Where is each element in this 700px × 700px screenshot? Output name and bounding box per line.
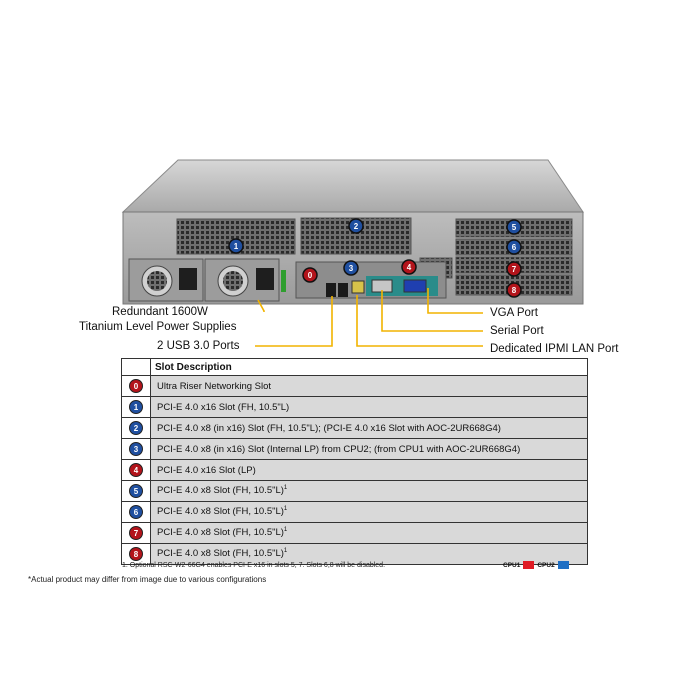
cpu-legend: CPU1 CPU2 — [503, 561, 569, 569]
slot-number-cell: 4 — [121, 459, 151, 481]
slot-badge: 1 — [129, 400, 143, 414]
badge-0 — [302, 267, 318, 283]
ipmi-callout: Dedicated IPMI LAN Port — [490, 343, 619, 355]
slot-description-text: PCI-E 4.0 x8 Slot (FH, 10.5"L) — [157, 548, 284, 560]
slot-description-text: PCI-E 4.0 x8 Slot (FH, 10.5"L) — [157, 485, 284, 497]
slot-number-cell: 5 — [121, 480, 151, 502]
cpu2-legend-label: CPU2 — [537, 561, 555, 569]
slot-description-cell: PCI-E 4.0 x8 Slot (FH, 10.5"L)1 — [150, 501, 588, 523]
psu-callout-line2: Titanium Level Power Supplies — [79, 321, 237, 333]
slot-badge: 5 — [129, 484, 143, 498]
slot-description-cell: PCI-E 4.0 x16 Slot (FH, 10.5"L) — [150, 396, 588, 418]
slot-description-cell: Ultra Riser Networking Slot — [150, 375, 588, 397]
slot-description-cell: PCI-E 4.0 x8 Slot (FH, 10.5"L)1 — [150, 543, 588, 565]
footnote: 1. Optional RSC-W2-66G4 enables PCI-E x1… — [122, 562, 386, 569]
badge-8 — [506, 282, 522, 298]
slot-description-text: Ultra Riser Networking Slot — [157, 380, 272, 392]
svg-text:3: 3 — [349, 264, 354, 273]
ipmi-lan-port — [351, 280, 365, 294]
slot-description-text: PCI-E 4.0 x8 Slot (FH, 10.5"L) — [157, 527, 284, 539]
badge-7 — [506, 261, 522, 277]
serial-callout: Serial Port — [490, 325, 544, 337]
svg-text:7: 7 — [512, 265, 517, 274]
table-row: 4 PCI-E 4.0 x16 Slot (LP) — [121, 459, 588, 481]
table-header-num — [121, 358, 151, 376]
chassis-top-cover — [121, 159, 584, 213]
slot-description-table: Slot Description 0 Ultra Riser Networking… — [121, 358, 588, 565]
footnote-marker: 1 — [283, 506, 288, 513]
slot-description-cell: PCI-E 4.0 x8 Slot (FH, 10.5"L)1 — [150, 480, 588, 502]
slot-number-cell: 2 — [121, 417, 151, 439]
badge-3 — [343, 260, 359, 276]
badge-6 — [506, 239, 522, 255]
svg-text:0: 0 — [308, 271, 313, 280]
table-row: 6 PCI-E 4.0 x8 Slot (FH, 10.5"L)1 — [121, 501, 588, 523]
server-rear-view: 1 2 0 3 4 5 6 7 8 — [121, 159, 584, 347]
table-header-row: Slot Description — [121, 358, 588, 376]
slot-description-text: PCI-E 4.0 x8 (in x16) Slot (Internal LP)… — [157, 443, 521, 455]
slot-description-cell: PCI-E 4.0 x16 Slot (LP) — [150, 459, 588, 481]
vga-callout: VGA Port — [490, 307, 538, 319]
slot-badge: 3 — [129, 442, 143, 456]
slot-description-cell: PCI-E 4.0 x8 (in x16) Slot (Internal LP)… — [150, 438, 588, 460]
slot-badge: 6 — [129, 505, 143, 519]
footnote-marker: 1 — [283, 548, 288, 555]
slot-badge: 7 — [129, 526, 143, 540]
slot-badge: 4 — [129, 463, 143, 477]
slot-number-cell: 3 — [121, 438, 151, 460]
svg-text:6: 6 — [512, 243, 517, 252]
slot-badge: 2 — [129, 421, 143, 435]
badge-2 — [348, 218, 364, 234]
slot-description-text: PCI-E 4.0 x16 Slot (FH, 10.5"L) — [157, 401, 290, 413]
badge-5 — [506, 219, 522, 235]
svg-text:5: 5 — [512, 223, 517, 232]
table-row: 8 PCI-E 4.0 x8 Slot (FH, 10.5"L)1 — [121, 543, 588, 565]
svg-text:4: 4 — [407, 263, 412, 272]
cpu1-legend-label: CPU1 — [503, 561, 521, 569]
cpu2-swatch — [557, 561, 569, 569]
psu-callout-line1: Redundant 1600W — [112, 306, 208, 318]
table-row: 3 PCI-E 4.0 x8 (in x16) Slot (Internal LP… — [121, 438, 588, 460]
slot-description-text: PCI-E 4.0 x16 Slot (LP) — [157, 464, 256, 476]
table-row: 5 PCI-E 4.0 x8 Slot (FH, 10.5"L)1 — [121, 480, 588, 502]
usb-ports — [326, 283, 336, 297]
footnote-marker: 1 — [283, 485, 288, 492]
slot-badge: 0 — [129, 379, 143, 393]
table-row: 2 PCI-E 4.0 x8 (in x16) Slot (FH, 10.5"L)… — [121, 417, 588, 439]
svg-text:1: 1 — [234, 242, 239, 251]
usb-callout: 2 USB 3.0 Ports — [157, 340, 240, 352]
slot-number-cell: 8 — [121, 543, 151, 565]
svg-text:8: 8 — [512, 286, 517, 295]
table-row: 0 Ultra Riser Networking Slot — [121, 375, 588, 397]
slot-number-cell: 6 — [121, 501, 151, 523]
badge-1 — [228, 238, 244, 254]
vga-port — [403, 279, 427, 293]
cpu1-swatch — [523, 561, 535, 569]
table-header-label: Slot Description — [150, 358, 588, 376]
slot-description-cell: PCI-E 4.0 x8 (in x16) Slot (FH, 10.5"L);… — [150, 417, 588, 439]
table-row: 7 PCI-E 4.0 x8 Slot (FH, 10.5"L)1 — [121, 522, 588, 544]
slot-number-cell: 0 — [121, 375, 151, 397]
slot-number-cell: 1 — [121, 396, 151, 418]
slot-description-text: PCI-E 4.0 x8 Slot (FH, 10.5"L) — [157, 506, 284, 518]
disclaimer: *Actual product may differ from image du… — [28, 575, 267, 584]
slot-badge: 8 — [129, 547, 143, 561]
badge-4 — [401, 259, 417, 275]
slot-number-cell: 7 — [121, 522, 151, 544]
slot-description-cell: PCI-E 4.0 x8 Slot (FH, 10.5"L)1 — [150, 522, 588, 544]
table-row: 1 PCI-E 4.0 x16 Slot (FH, 10.5"L) — [121, 396, 588, 418]
svg-text:2: 2 — [354, 222, 359, 231]
footnote-marker: 1 — [283, 527, 288, 534]
slot-description-text: PCI-E 4.0 x8 (in x16) Slot (FH, 10.5"L);… — [157, 422, 501, 434]
